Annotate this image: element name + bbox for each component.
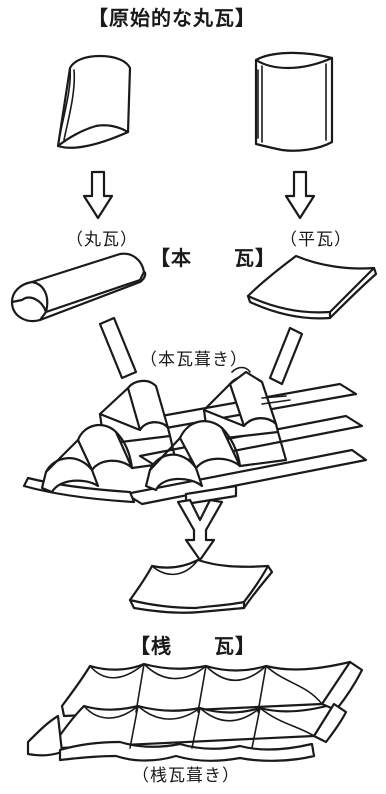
primitive-flat-tile-drawing	[254, 51, 334, 152]
arrow-to-round-tile	[82, 170, 114, 220]
primitive-round-tile-drawing	[56, 54, 132, 149]
hongawara-roofing-drawing	[22, 366, 368, 506]
sangawara-title: 【桟 瓦】	[130, 634, 256, 658]
hongawara-flat-tile-drawing	[246, 254, 378, 320]
primitive-round-tile-title: 【原始的な丸瓦】	[88, 6, 256, 30]
connector-round-to-roofing	[98, 316, 138, 380]
sangawara-roofing-label: （桟瓦葺き）	[132, 766, 240, 786]
sangawara-roofing-drawing	[26, 660, 364, 762]
connector-flat-to-roofing	[268, 326, 304, 386]
arrow-to-flat-tile	[284, 170, 316, 220]
hongawara-roofing-label: （本瓦葺き）	[140, 350, 248, 370]
sangawara-tile-drawing	[128, 558, 274, 614]
hongawara-title: 【本 瓦】	[150, 246, 276, 270]
flat-tile-label: （平瓦）	[280, 230, 352, 250]
round-tile-label: （丸瓦）	[66, 230, 138, 250]
hongawara-round-tile-drawing	[10, 252, 147, 323]
merge-arrow	[176, 498, 224, 562]
